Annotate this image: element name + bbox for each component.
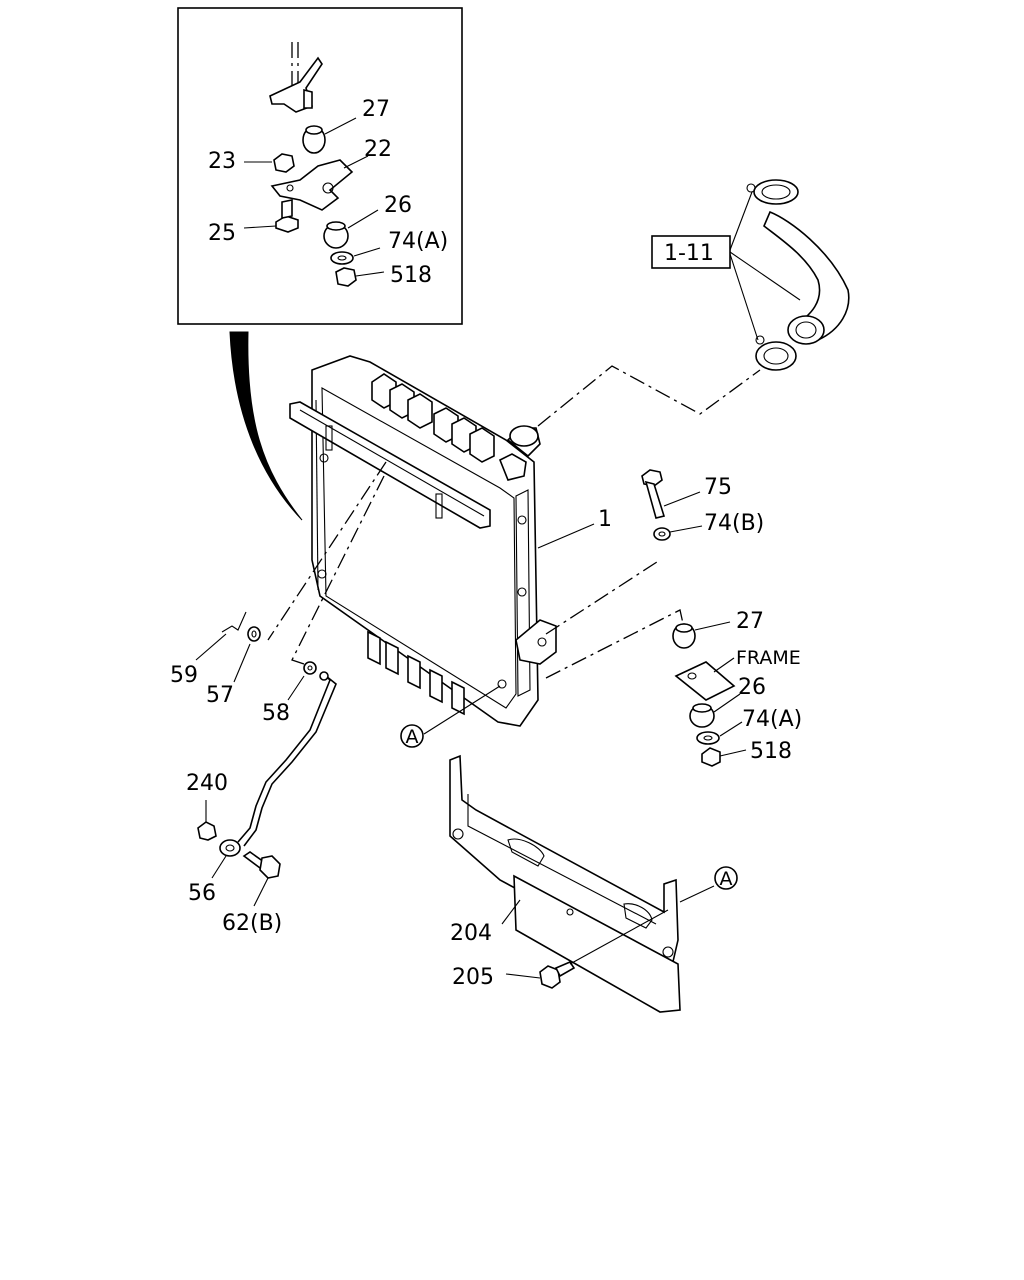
detail-nut-518 xyxy=(335,267,385,287)
ref-box-1-11 xyxy=(651,235,731,269)
label-26: 26 xyxy=(738,675,766,700)
label-57: 57 xyxy=(206,683,234,708)
detail-inset: 27 22 23 26 25 74(A) 518 xyxy=(177,7,463,325)
shroud-bolt-205 xyxy=(505,909,669,989)
label-62b: 62(B) xyxy=(222,911,282,936)
label-75: 75 xyxy=(704,475,732,500)
detail-pointer-arrow xyxy=(229,331,303,521)
label-74b: 74(B) xyxy=(704,511,764,536)
label-59: 59 xyxy=(170,663,198,688)
label-240: 240 xyxy=(186,771,228,796)
leader-mount-upper xyxy=(545,559,661,635)
detail-label-74a: 74(A) xyxy=(388,229,448,254)
mount-washer-74b xyxy=(653,525,703,541)
label-1: 1 xyxy=(598,507,612,532)
callout-a-radiator: A xyxy=(400,724,424,748)
detail-rubber-26 xyxy=(323,209,379,249)
drain-pipe xyxy=(237,671,337,847)
leader-drain-upper xyxy=(267,461,387,641)
drain-washer-57 xyxy=(233,626,261,683)
mount-nut-518 xyxy=(701,747,747,767)
mount-washer-74a xyxy=(696,721,743,745)
detail-label-26: 26 xyxy=(384,193,412,218)
leader-drain-lower xyxy=(291,475,385,665)
detail-label-23: 23 xyxy=(208,149,236,174)
drain-eye-56 xyxy=(211,839,241,879)
label-frame: FRAME xyxy=(736,647,801,669)
detail-nut-23 xyxy=(244,153,295,173)
svg-text:A: A xyxy=(406,726,419,748)
label-205: 205 xyxy=(452,965,494,990)
detail-bolt-25 xyxy=(243,199,299,233)
drain-washer-58 xyxy=(287,661,317,701)
radiator-hose-assembly: 1-11 xyxy=(651,179,850,371)
detail-upper-bracket xyxy=(269,42,323,113)
svg-text:A: A xyxy=(720,868,733,890)
drain-clip-59 xyxy=(195,611,247,661)
hose-connection-leader xyxy=(537,365,761,427)
hose-clamp-upper xyxy=(753,179,799,205)
leader-callout-a xyxy=(423,685,501,735)
detail-bracket-22 xyxy=(270,155,369,211)
leader-mount-lower xyxy=(545,609,685,679)
detail-label-22: 22 xyxy=(364,137,392,162)
detail-label-27: 27 xyxy=(362,97,390,122)
label-204: 204 xyxy=(450,921,492,946)
label-27: 27 xyxy=(736,609,764,634)
hose-clamp-lower xyxy=(755,341,797,371)
callout-a-bracket: A xyxy=(714,866,738,890)
leader-1 xyxy=(537,523,595,549)
detail-washer-74a xyxy=(330,247,381,265)
mount-bolt-75 xyxy=(641,469,701,519)
detail-label-25: 25 xyxy=(208,221,236,246)
label-518: 518 xyxy=(750,739,792,764)
radiator-core xyxy=(289,355,557,727)
detail-rubber-27 xyxy=(302,117,357,154)
frame-plate xyxy=(674,657,736,701)
ref-box-label: 1-11 xyxy=(664,241,714,266)
detail-label-518: 518 xyxy=(390,263,432,288)
mount-rubber-26 xyxy=(689,693,741,728)
label-74a: 74(A) xyxy=(742,707,802,732)
mount-rubber-27 xyxy=(672,621,731,649)
drain-bolt-62b xyxy=(242,851,281,907)
label-58: 58 xyxy=(262,701,290,726)
label-56: 56 xyxy=(188,881,216,906)
lower-shroud-bracket xyxy=(449,754,715,1013)
drain-nut-240 xyxy=(197,800,217,841)
